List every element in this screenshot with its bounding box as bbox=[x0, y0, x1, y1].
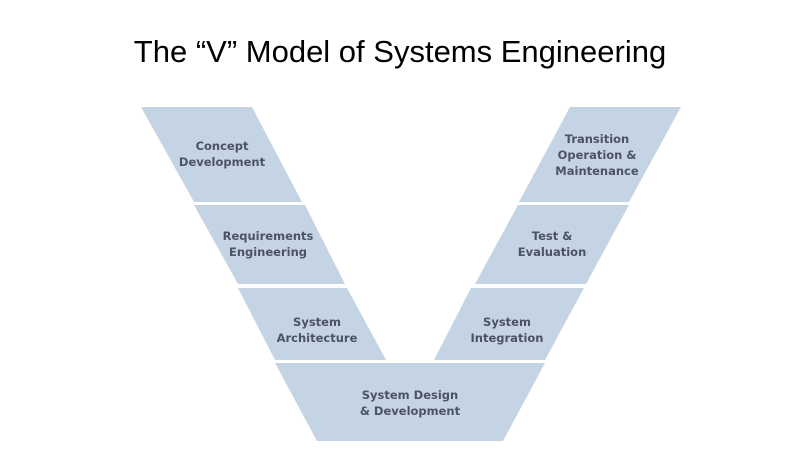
stage-label-line: Test & bbox=[532, 229, 573, 243]
stage-label-line: & Development bbox=[360, 404, 461, 418]
stage-label-line: Transition bbox=[565, 132, 630, 146]
stage-label-line: Evaluation bbox=[518, 245, 587, 259]
stage-shape bbox=[275, 363, 545, 441]
stage-label-line: System bbox=[293, 315, 341, 329]
stage-shape bbox=[434, 288, 584, 360]
stage-system-integration: System Integration bbox=[434, 288, 584, 360]
stage-system-design-development: System Design & Development bbox=[275, 363, 545, 441]
stage-shape bbox=[141, 107, 302, 202]
stage-label-line: System Design bbox=[362, 388, 458, 402]
stage-test-evaluation: Test & Evaluation bbox=[475, 205, 629, 284]
stage-system-architecture: System Architecture bbox=[238, 288, 386, 360]
stage-concept-development: Concept Development bbox=[141, 107, 302, 202]
stage-shape bbox=[194, 205, 345, 284]
stage-shape bbox=[238, 288, 386, 360]
stage-label-line: Development bbox=[179, 155, 266, 169]
stage-label-line: Concept bbox=[196, 139, 249, 153]
diagram-title: The “V” Model of Systems Engineering bbox=[133, 34, 667, 69]
stage-label-line: System bbox=[483, 315, 531, 329]
stage-label-line: Integration bbox=[471, 331, 544, 345]
stage-label-line: Engineering bbox=[229, 245, 307, 259]
stage-requirements-engineering: Requirements Engineering bbox=[194, 205, 345, 284]
stage-label-line: Requirements bbox=[223, 229, 314, 243]
stage-label-line: Architecture bbox=[277, 331, 358, 345]
stage-label-line: Operation & bbox=[558, 148, 637, 162]
stage-shape bbox=[475, 205, 629, 284]
stage-label-line: Maintenance bbox=[555, 164, 639, 178]
stage-transition-operation-maintenance: Transition Operation & Maintenance bbox=[519, 107, 681, 202]
stage-shape bbox=[519, 107, 681, 202]
